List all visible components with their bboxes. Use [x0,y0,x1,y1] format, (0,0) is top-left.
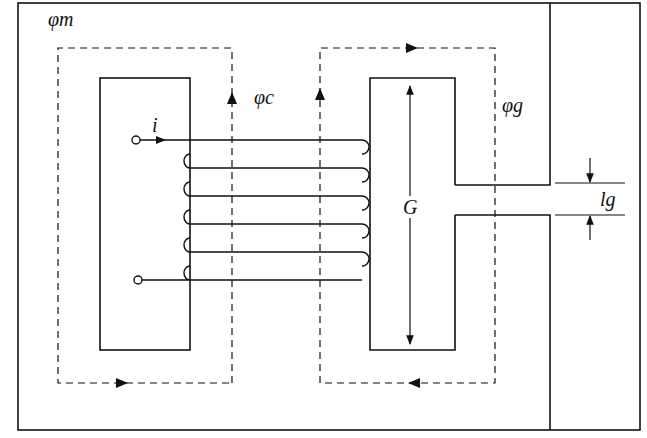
symbol-label: φg [500,94,525,116]
coil-winding [140,140,369,280]
symbol-label: φm [46,8,76,30]
dimension-label: G [401,196,419,218]
symbol-label: φc [252,86,276,108]
dimension-arrow [589,158,590,182]
dimension-arrow [589,216,590,240]
right-window [370,78,455,350]
dimension-label: lg [598,188,618,210]
air-gap [455,3,550,430]
flux-path-g [320,48,495,383]
symbol-label: i [150,114,160,136]
flux-path-m [58,48,232,383]
flux-arrows [116,43,420,388]
extension-line [555,183,625,215]
terminal [134,276,142,284]
core-outline [18,3,640,430]
terminal [132,136,140,144]
left-window [100,78,190,350]
